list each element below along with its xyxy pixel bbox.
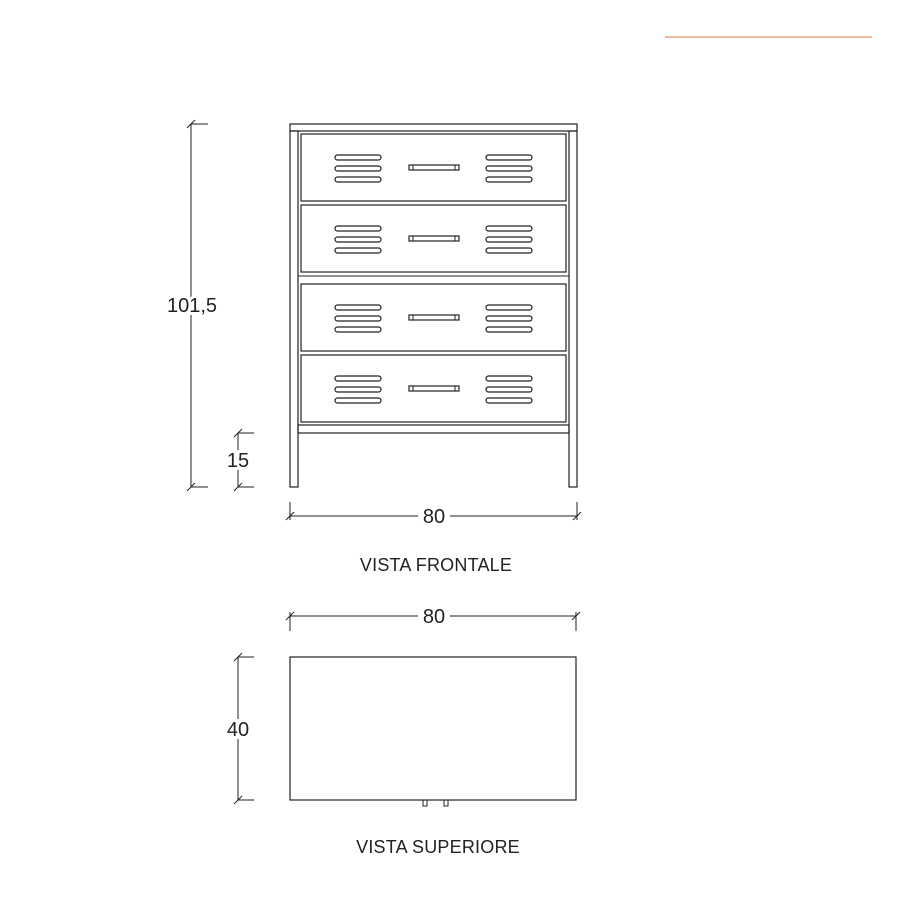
leg-dimension-label: 15 xyxy=(227,450,249,472)
drawer-front xyxy=(300,133,567,202)
top-width-dimension: 80 xyxy=(285,604,581,631)
front-width-dimension-label: 80 xyxy=(423,506,445,528)
leg-dimension: 15 xyxy=(224,428,254,492)
vent-right xyxy=(485,304,533,333)
depth-dimension-label: 40 xyxy=(227,719,249,741)
cabinet-top-outline xyxy=(289,656,577,801)
vent-left xyxy=(334,375,382,404)
drawer-handle xyxy=(408,235,460,242)
handle-projection xyxy=(422,799,449,807)
drawer-front xyxy=(300,283,567,352)
vent-right xyxy=(485,154,533,183)
top-view-label: VISTA SUPERIORE xyxy=(356,837,520,857)
drawer-2 xyxy=(300,204,567,273)
bottom-rail xyxy=(297,424,570,434)
vent-left xyxy=(334,154,382,183)
cabinet-top xyxy=(289,123,578,132)
drawer-1 xyxy=(300,133,567,202)
vent-right xyxy=(485,225,533,254)
vent-right xyxy=(485,375,533,404)
top-view: 80 40 VISTA SUPERIORE xyxy=(224,604,581,857)
drawer-handle xyxy=(408,385,460,392)
vent-left xyxy=(334,225,382,254)
drawer-handle xyxy=(408,314,460,321)
front-view: 101,5 15 80 VISTA FRONTALE xyxy=(164,119,582,575)
front-view-label: VISTA FRONTALE xyxy=(360,555,512,575)
cabinet-front xyxy=(289,123,578,488)
drawer-3 xyxy=(300,283,567,352)
height-dimension-label: 101,5 xyxy=(167,295,217,317)
drawer-front xyxy=(300,354,567,423)
drawer-4 xyxy=(300,354,567,423)
top-width-dimension-label: 80 xyxy=(423,606,445,628)
depth-dimension: 40 xyxy=(224,652,254,805)
left-side-panel xyxy=(289,130,299,488)
drawer-handle xyxy=(408,164,460,171)
vent-left xyxy=(334,304,382,333)
drawers xyxy=(300,133,567,423)
drawer-front xyxy=(300,204,567,273)
height-dimension: 101,5 xyxy=(164,119,220,492)
front-width-dimension: 80 xyxy=(285,502,582,528)
right-side-panel xyxy=(568,130,578,488)
